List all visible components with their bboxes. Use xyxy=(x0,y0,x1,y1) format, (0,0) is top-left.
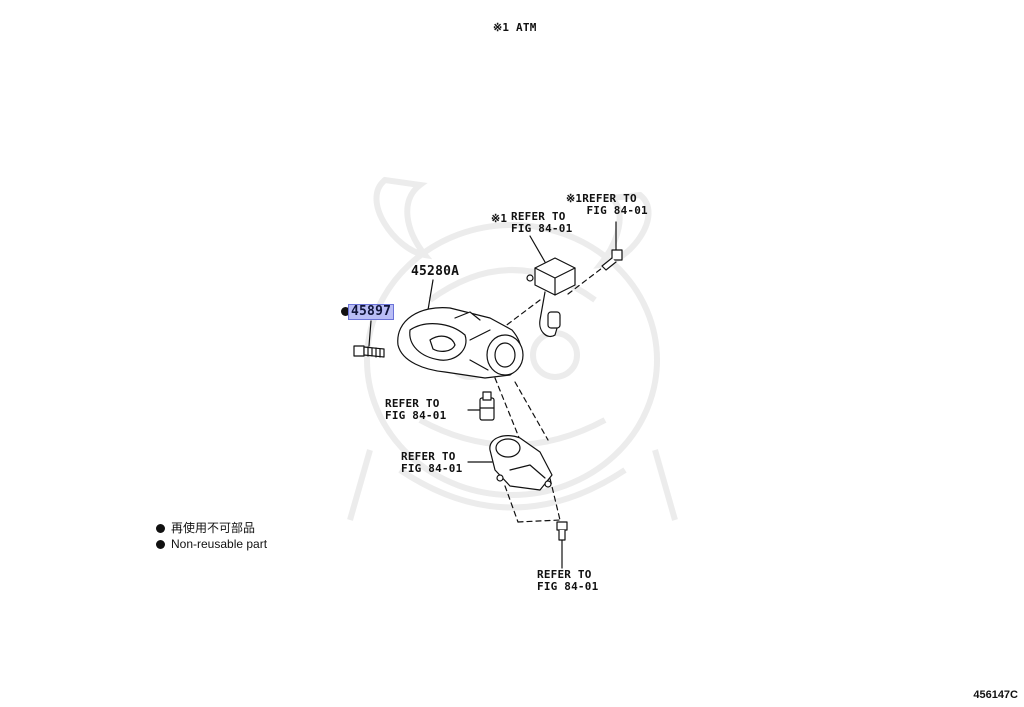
legend-row-japanese: 再使用不可部品 xyxy=(156,519,255,536)
watermark-emblem xyxy=(347,176,678,521)
part-number-45280A[interactable]: 45280A xyxy=(411,264,460,279)
legend-row-english: Non-reusable part xyxy=(156,537,267,551)
part-number-45897[interactable]: 45897 xyxy=(348,304,395,320)
leader-sensor xyxy=(529,235,546,263)
non-reusable-marker-icon xyxy=(341,307,350,316)
refer-to-label-sensor[interactable]: REFER TO FIG 84-01 xyxy=(511,210,573,235)
refer-to-label-housing[interactable]: REFER TO FIG 84-01 xyxy=(401,450,463,475)
refer-to-label-top-right[interactable]: ※1REFER TO FIG 84-01 xyxy=(566,192,648,217)
bolt-45897-icon xyxy=(353,345,385,358)
illustration-code: 456147C xyxy=(973,689,1018,701)
switch-connector-icon xyxy=(479,391,495,421)
key-interlock-solenoid-icon xyxy=(526,257,576,338)
header-note: ※1 ATM xyxy=(493,21,537,34)
refer-to-label-switch[interactable]: REFER TO FIG 84-01 xyxy=(385,397,447,422)
leader-45280A xyxy=(427,279,434,311)
refer-to-label-screw[interactable]: REFER TO FIG 84-01 xyxy=(537,568,599,593)
legend-dot-icon xyxy=(156,524,165,533)
steering-lock-housing-45280A-icon xyxy=(397,307,524,379)
bolt-top-right-icon xyxy=(601,249,623,271)
leader-45897 xyxy=(368,320,372,347)
refer-to-mark-sensor: ※1 xyxy=(491,212,508,225)
ignition-switch-housing-icon xyxy=(489,435,553,491)
legend-text-english: Non-reusable part xyxy=(171,537,268,551)
legend-text-japanese: 再使用不可部品 xyxy=(171,521,256,535)
screw-bottom-icon xyxy=(556,521,568,541)
legend-dot-icon xyxy=(156,540,165,549)
